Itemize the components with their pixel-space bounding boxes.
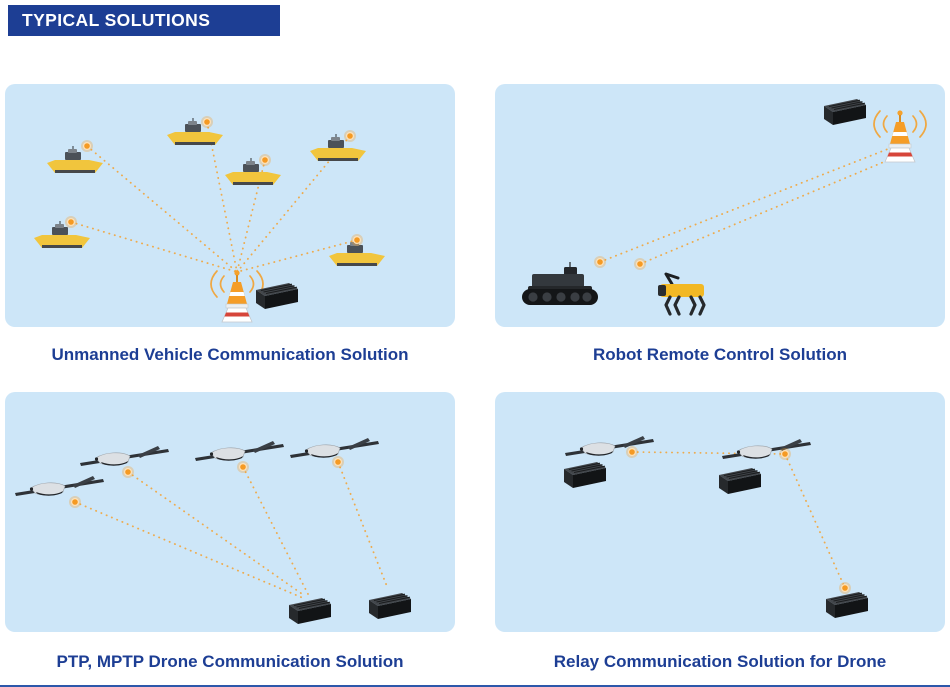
usv-boat-icon bbox=[166, 117, 224, 146]
section-title: TYPICAL SOLUTIONS bbox=[22, 10, 211, 30]
link-node-icon bbox=[593, 255, 607, 269]
usv-boat-icon bbox=[309, 133, 367, 162]
antenna-tower-icon bbox=[210, 269, 264, 323]
radio-unit-icon bbox=[825, 591, 869, 619]
drone-icon bbox=[721, 438, 812, 460]
link-node-icon bbox=[200, 115, 214, 129]
drone-icon bbox=[79, 445, 170, 467]
link-node-icon bbox=[343, 129, 357, 143]
panel-robot-remote-control bbox=[495, 84, 945, 327]
link-node-icon bbox=[838, 581, 852, 595]
section-title-banner: TYPICAL SOLUTIONS bbox=[8, 5, 280, 36]
radio-unit-icon bbox=[288, 597, 332, 625]
link-node-icon bbox=[778, 447, 792, 461]
tracked-robot-icon bbox=[521, 261, 599, 306]
panel-caption: Relay Communication Solution for Drone bbox=[553, 652, 887, 671]
usv-boat-icon bbox=[46, 145, 104, 174]
link-node-icon bbox=[236, 460, 250, 474]
panel-relay-drone bbox=[495, 392, 945, 632]
relay-drone-diagram bbox=[563, 435, 869, 619]
radio-unit-icon bbox=[823, 98, 867, 126]
panel-unmanned-vehicle bbox=[5, 84, 455, 327]
link-node-icon bbox=[121, 465, 135, 479]
link-node-icon bbox=[64, 215, 78, 229]
link-node-icon bbox=[331, 455, 345, 469]
link-node-icon bbox=[68, 495, 82, 509]
panel-caption: Unmanned Vehicle Communication Solution bbox=[51, 345, 409, 364]
link-node-icon bbox=[258, 153, 272, 167]
unmanned-vehicle-diagram bbox=[33, 115, 386, 323]
panel-caption: PTP, MPTP Drone Communication Solution bbox=[56, 652, 404, 671]
link-node-icon bbox=[80, 139, 94, 153]
antenna-tower-icon bbox=[873, 109, 927, 163]
panel-caption: Robot Remote Control Solution bbox=[592, 345, 848, 364]
drone-icon bbox=[194, 440, 285, 462]
link-lines bbox=[599, 146, 899, 265]
link-lines bbox=[74, 461, 389, 599]
link-node-icon bbox=[633, 257, 647, 271]
radio-unit-icon bbox=[368, 592, 412, 620]
radio-unit-icon bbox=[718, 467, 762, 495]
usv-boat-icon bbox=[224, 157, 282, 186]
drone-icon bbox=[564, 435, 655, 457]
ptp-mptp-drone-diagram bbox=[14, 437, 412, 625]
panel-ptp-mptp-drone bbox=[5, 392, 455, 632]
link-lines bbox=[631, 451, 846, 589]
link-node-icon bbox=[350, 233, 364, 247]
robot-dog-icon bbox=[656, 272, 706, 316]
drone-icon bbox=[289, 437, 380, 459]
drone-icon bbox=[14, 475, 105, 497]
link-node-icon bbox=[625, 445, 639, 459]
radio-unit-icon bbox=[563, 461, 607, 489]
bottom-divider bbox=[0, 685, 950, 687]
robot-remote-control-diagram bbox=[521, 98, 927, 316]
